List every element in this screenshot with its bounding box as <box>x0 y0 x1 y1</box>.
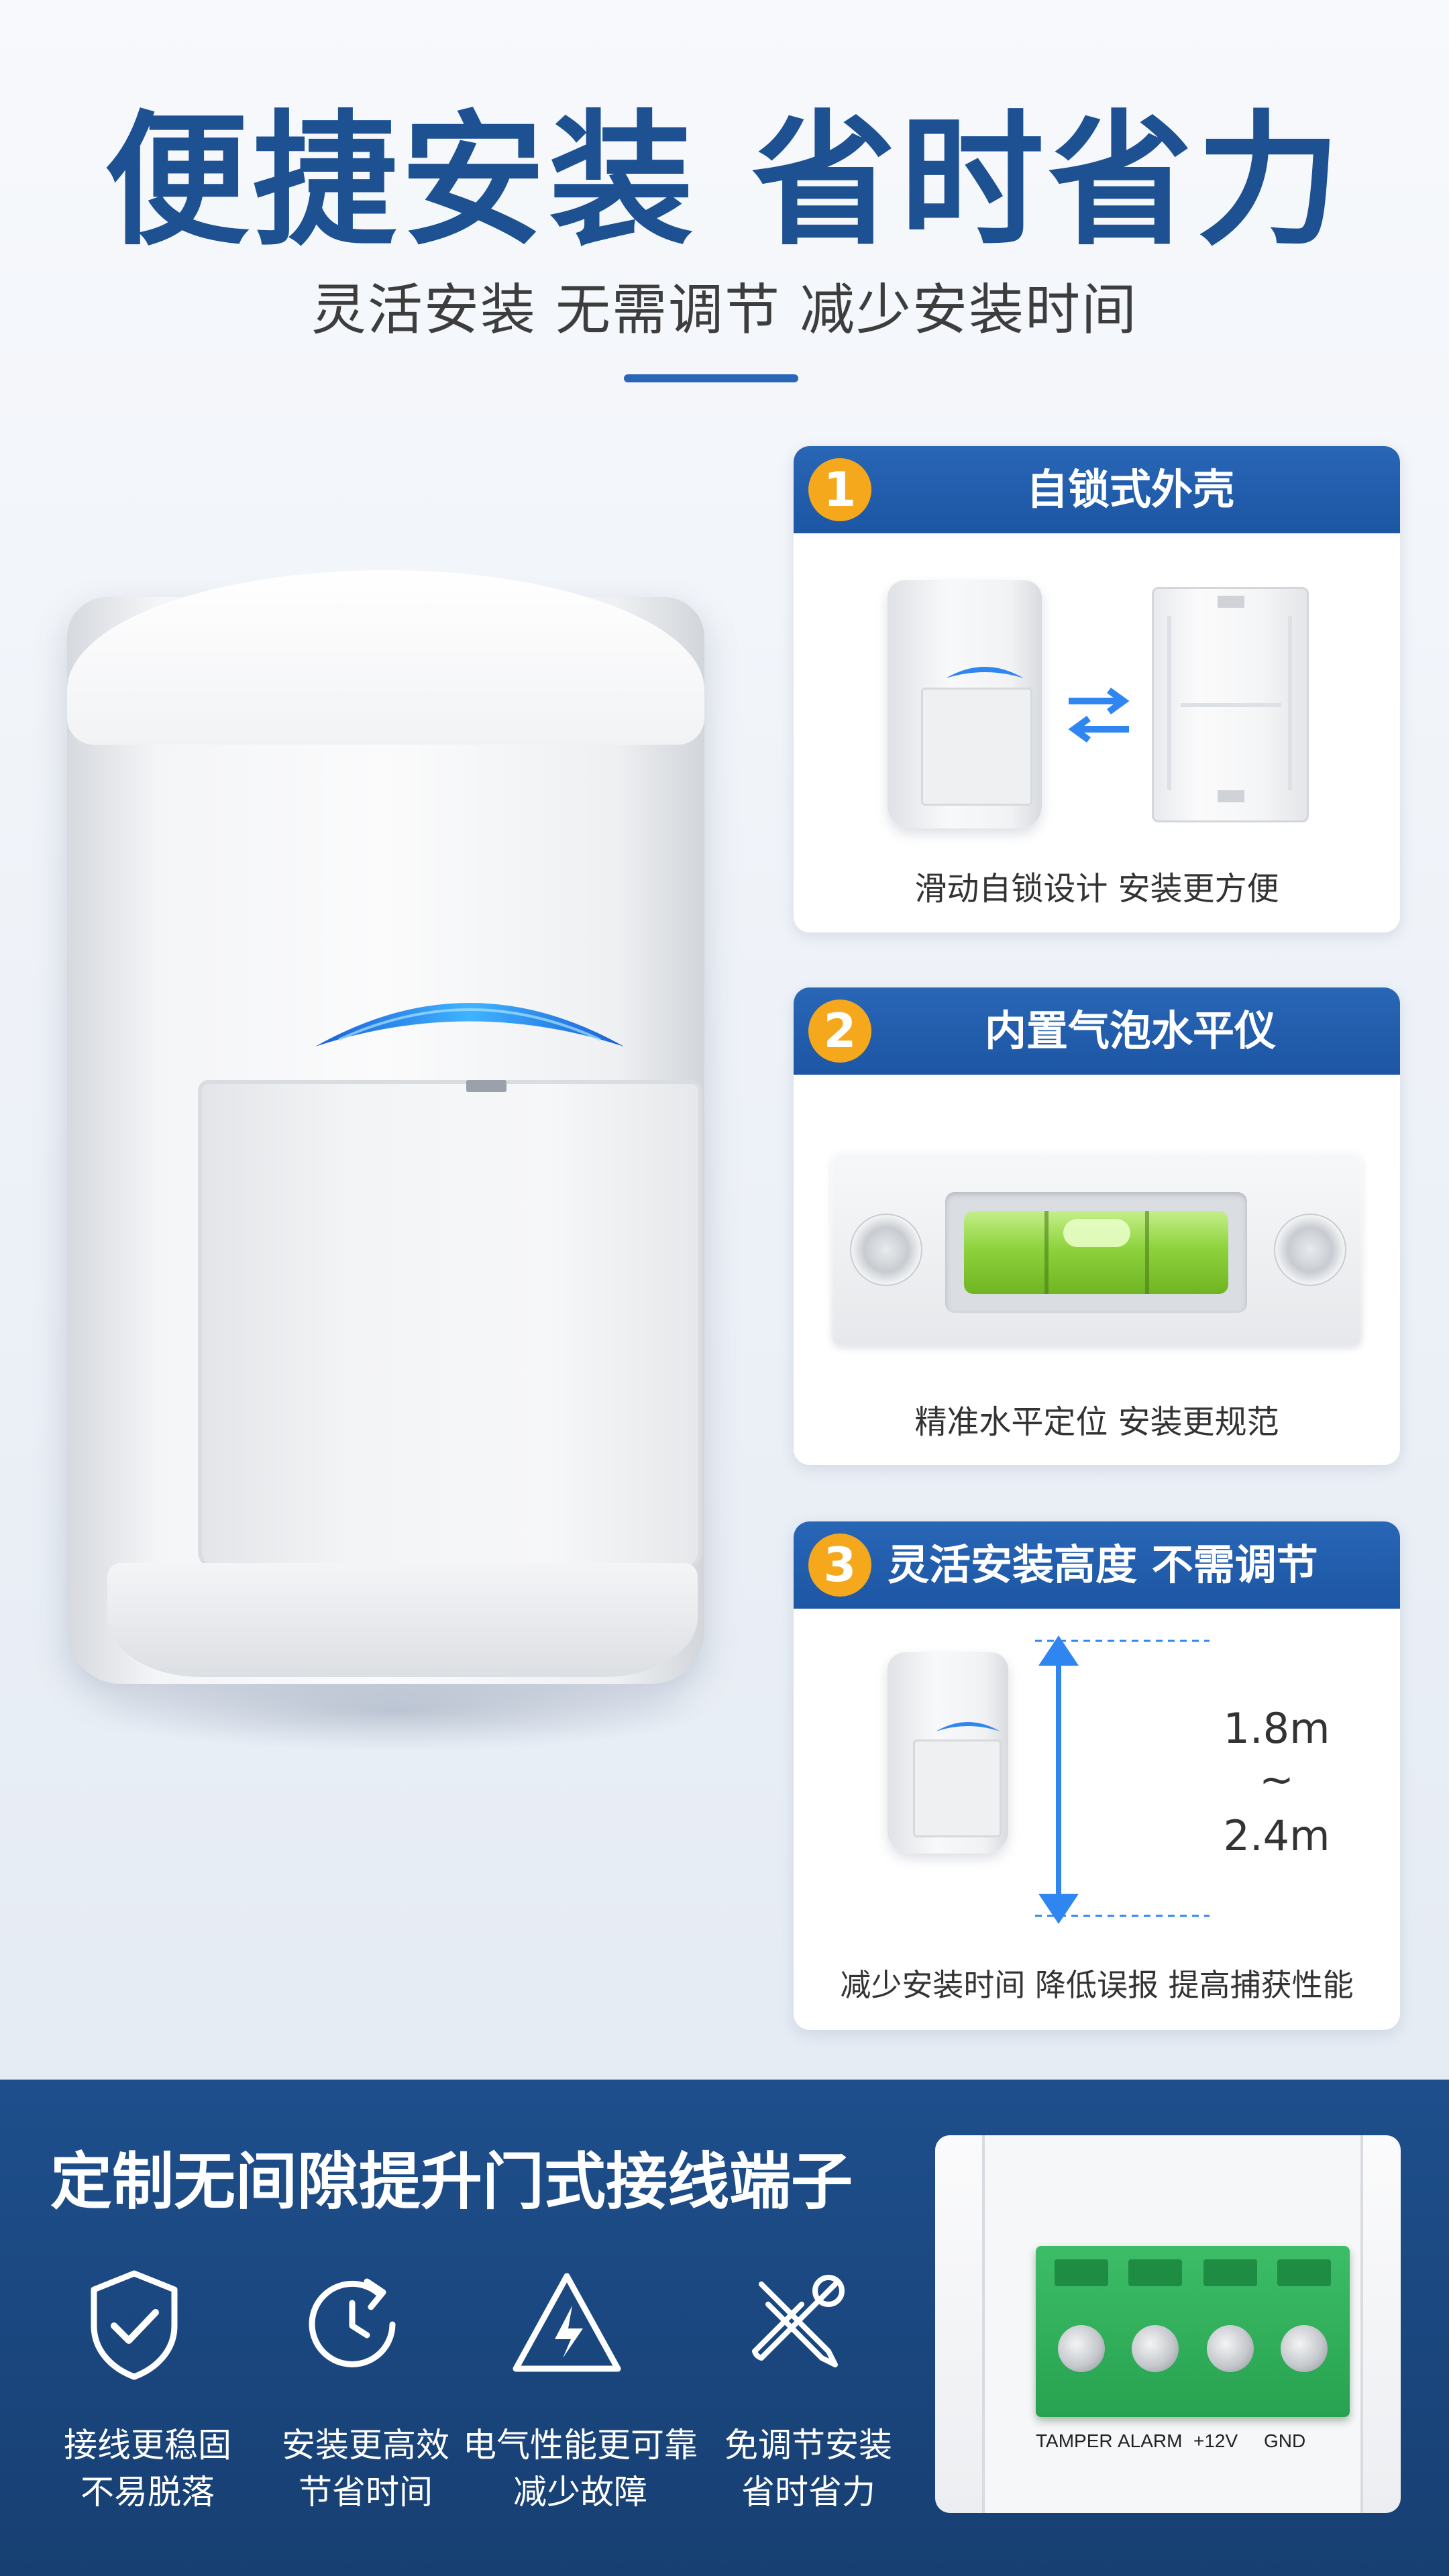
screw-hole-right <box>1274 1214 1346 1286</box>
feature-card-self-lock: 1 自锁式外壳 滑动自锁设计 安装更方便 <box>794 446 1400 932</box>
terminal-label-12v: +12V <box>1193 2430 1238 2451</box>
height-range-arrow-icon <box>1038 1635 1079 1924</box>
terminal-label-gnd: GND <box>1264 2430 1306 2451</box>
bubble-level-image <box>831 1152 1362 1346</box>
terminal-slot <box>1277 2259 1331 2286</box>
terminal-label-alarm: ALARM <box>1118 2430 1183 2451</box>
feature-line-1: 接线更稳固 <box>64 2426 231 2465</box>
shell-rib <box>1218 790 1244 802</box>
height-min-value: 1.8m <box>1223 1704 1330 1753</box>
tools-icon <box>752 2275 845 2367</box>
terminal-slot <box>1203 2259 1257 2286</box>
vial-frame <box>945 1192 1247 1313</box>
height-max-value: 2.4m <box>1223 1811 1330 1860</box>
mini-detector-lens <box>921 688 1032 806</box>
card-title: 内置气泡水平仪 <box>984 1006 1276 1055</box>
detector-lens-window <box>198 1080 702 1571</box>
terminal-slot <box>1128 2259 1182 2286</box>
air-bubble <box>1063 1219 1130 1247</box>
terminal-screw <box>1207 2325 1254 2372</box>
card-header: 1 自锁式外壳 <box>794 446 1400 533</box>
detector-led-indicator <box>315 1003 624 1046</box>
detector-shadow <box>87 1670 704 1751</box>
mini-detector-lens <box>913 1739 1002 1837</box>
motion-detector-image <box>60 570 711 1751</box>
terminal-screw <box>1281 2325 1328 2372</box>
height-separator: ~ <box>1259 1755 1294 1804</box>
card-number-badge: 1 <box>808 458 871 521</box>
swap-arrows-icon <box>1068 687 1130 743</box>
card-caption: 减少安装时间 降低误报 提高捕获性能 <box>840 1967 1354 2003</box>
feature-card-bubble-level: 2 内置气泡水平仪 精准水平定位 安装更规范 <box>794 987 1400 1465</box>
band-title: 定制无间隙提升门式接线端子 <box>50 2146 853 2218</box>
detector-top-cap <box>67 570 704 745</box>
feature-line-2: 节省时间 <box>299 2473 433 2512</box>
feature-line-1: 免调节安装 <box>724 2426 892 2465</box>
lightning-warning-icon <box>513 2273 621 2372</box>
shell-rib <box>1167 616 1171 790</box>
shield-check-icon <box>91 2270 178 2380</box>
detector-back-shell <box>1152 587 1309 822</box>
terminal-label-tamper: TAMPER <box>1036 2430 1113 2451</box>
mini-detector-led <box>936 1722 1000 1731</box>
title-underline <box>624 374 798 382</box>
feature-line-1: 安装更高效 <box>282 2426 449 2465</box>
detector-base <box>107 1563 698 1677</box>
page-title: 便捷安装 省时省力 <box>104 97 1345 265</box>
green-terminal-block <box>1036 2246 1350 2417</box>
screw-hole-left <box>850 1214 922 1286</box>
card-number-badge: 3 <box>808 1534 871 1597</box>
feature-line-2: 省时省力 <box>741 2473 875 2512</box>
terminal-screw <box>1058 2325 1105 2372</box>
mini-detector-led <box>946 667 1024 678</box>
shell-rib <box>1181 703 1281 707</box>
height-guide-top <box>1035 1640 1210 1642</box>
feature-card-mount-height: 3 灵活安装高度 不需调节 1.8m ~ 2.4m 减少安装时间 降低误报 提高… <box>794 1521 1400 2030</box>
clock-refresh-icon <box>309 2278 396 2367</box>
card-header: 3 灵活安装高度 不需调节 <box>794 1521 1400 1609</box>
feature-line-1: 电气性能更可靠 <box>463 2426 698 2465</box>
terminal-block-image: TAMPER ALARM +12V GND <box>935 2135 1401 2513</box>
vial-mark-right <box>1145 1211 1149 1294</box>
card-caption: 精准水平定位 安装更规范 <box>914 1403 1279 1441</box>
shell-rib <box>1288 616 1292 790</box>
card-number-badge: 2 <box>808 1000 871 1063</box>
feature-line-2: 减少故障 <box>513 2473 647 2512</box>
shell-rib <box>1218 596 1244 608</box>
vial-mark-left <box>1044 1211 1049 1294</box>
height-guide-bottom <box>1035 1915 1210 1917</box>
card-caption: 滑动自锁设计 安装更方便 <box>914 870 1279 908</box>
detector-notch <box>466 1080 506 1092</box>
mini-detector-image <box>888 1652 1008 1854</box>
terminal-slot <box>1055 2259 1108 2286</box>
mini-detector-image <box>888 580 1042 828</box>
bubble-vial <box>964 1211 1228 1294</box>
terminal-screw <box>1132 2325 1179 2372</box>
feature-line-2: 不易脱落 <box>80 2473 215 2512</box>
page-subtitle: 灵活安装 无需调节 减少安装时间 <box>311 278 1138 342</box>
card-title: 灵活安装高度 不需调节 <box>888 1540 1318 1589</box>
card-title: 自锁式外壳 <box>1026 465 1234 514</box>
card-header: 2 内置气泡水平仪 <box>794 987 1400 1075</box>
